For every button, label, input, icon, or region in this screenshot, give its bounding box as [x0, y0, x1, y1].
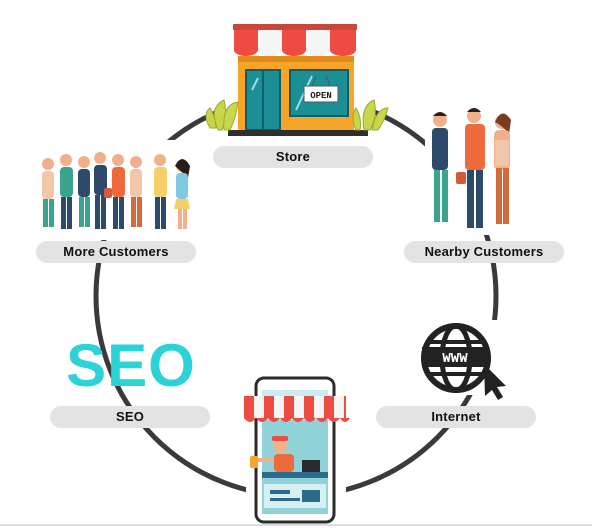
open-sign: OPEN [310, 91, 332, 101]
seo-label: SEO [50, 406, 210, 428]
store-label: Store [213, 146, 373, 168]
www-globe-cursor-icon: WWW [415, 320, 510, 400]
phone-shop-icon [244, 376, 350, 526]
seo-graphic-text: SEO [66, 332, 196, 399]
storefront-icon: OPEN [205, 20, 389, 140]
more-customers-label: More Customers [36, 241, 196, 263]
nearby-customers-label: Nearby Customers [404, 241, 564, 263]
internet-label: Internet [376, 406, 536, 428]
crowd-icon [30, 140, 210, 240]
customers-group-icon [425, 105, 525, 235]
globe-www-text: WWW [442, 351, 468, 367]
bottom-divider [0, 524, 592, 526]
